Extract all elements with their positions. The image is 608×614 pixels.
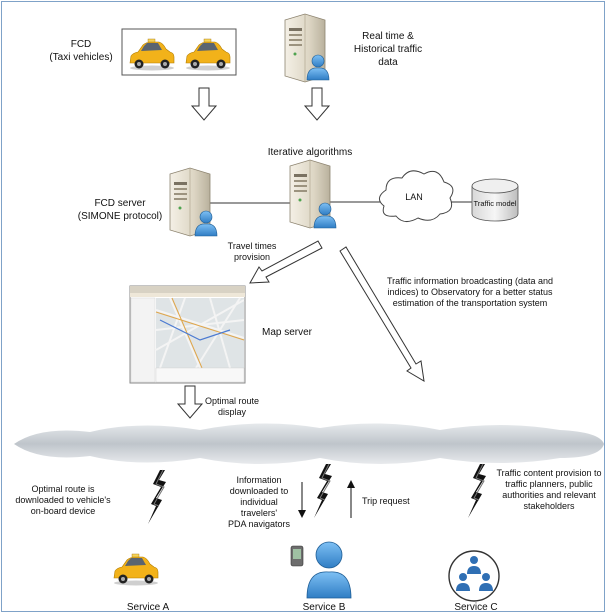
lightning-icon bbox=[147, 469, 167, 525]
broadcasting-arrow bbox=[339, 246, 425, 382]
hollow-down-arrow bbox=[304, 87, 330, 121]
service-b-label: Service B bbox=[302, 602, 346, 613]
fcd-label: FCD (Taxi vehicles) bbox=[49, 39, 113, 63]
pda-icon bbox=[290, 545, 304, 567]
service-a-description: Optimal route is downloaded to vehicle's… bbox=[15, 484, 111, 516]
user-icon bbox=[306, 541, 352, 599]
service-a-label: Service A bbox=[126, 602, 170, 613]
map-server-label: Map server bbox=[261, 327, 312, 338]
service-c-description: Traffic content provision to traffic pla… bbox=[496, 468, 602, 511]
optimal-route-display-label: Optimal route display bbox=[204, 396, 260, 417]
iterative-algorithms-label: Iterative algorithms bbox=[267, 147, 353, 158]
lan-label: LAN bbox=[405, 192, 423, 202]
user-group-icon bbox=[448, 550, 500, 602]
travel-times-arrow bbox=[249, 240, 323, 284]
service-b-description: Information downloaded to individual tra… bbox=[227, 475, 291, 529]
fcd-server-label: FCD server (SIMONE protocol) bbox=[77, 198, 163, 222]
service-c-label: Service C bbox=[454, 602, 498, 613]
map-screenshot bbox=[129, 285, 246, 384]
lightning-icon bbox=[313, 463, 333, 519]
travel-times-label: Travel times provision bbox=[227, 241, 277, 262]
lan-cloud-icon bbox=[379, 170, 454, 222]
trip-request-label: Trip request bbox=[362, 496, 410, 506]
broadcasting-label: Traffic information broadcasting (data a… bbox=[386, 276, 554, 308]
hollow-down-arrow bbox=[191, 87, 217, 121]
traffic-model-label: Traffic model bbox=[473, 199, 517, 208]
taxi-icon bbox=[113, 553, 159, 586]
traffic-model-database-icon bbox=[471, 178, 519, 222]
hollow-down-arrow bbox=[177, 385, 203, 419]
lightning-icon bbox=[467, 463, 487, 519]
communication-cloud bbox=[14, 423, 604, 464]
realtime-data-label: Real time & Historical traffic data bbox=[353, 31, 423, 68]
